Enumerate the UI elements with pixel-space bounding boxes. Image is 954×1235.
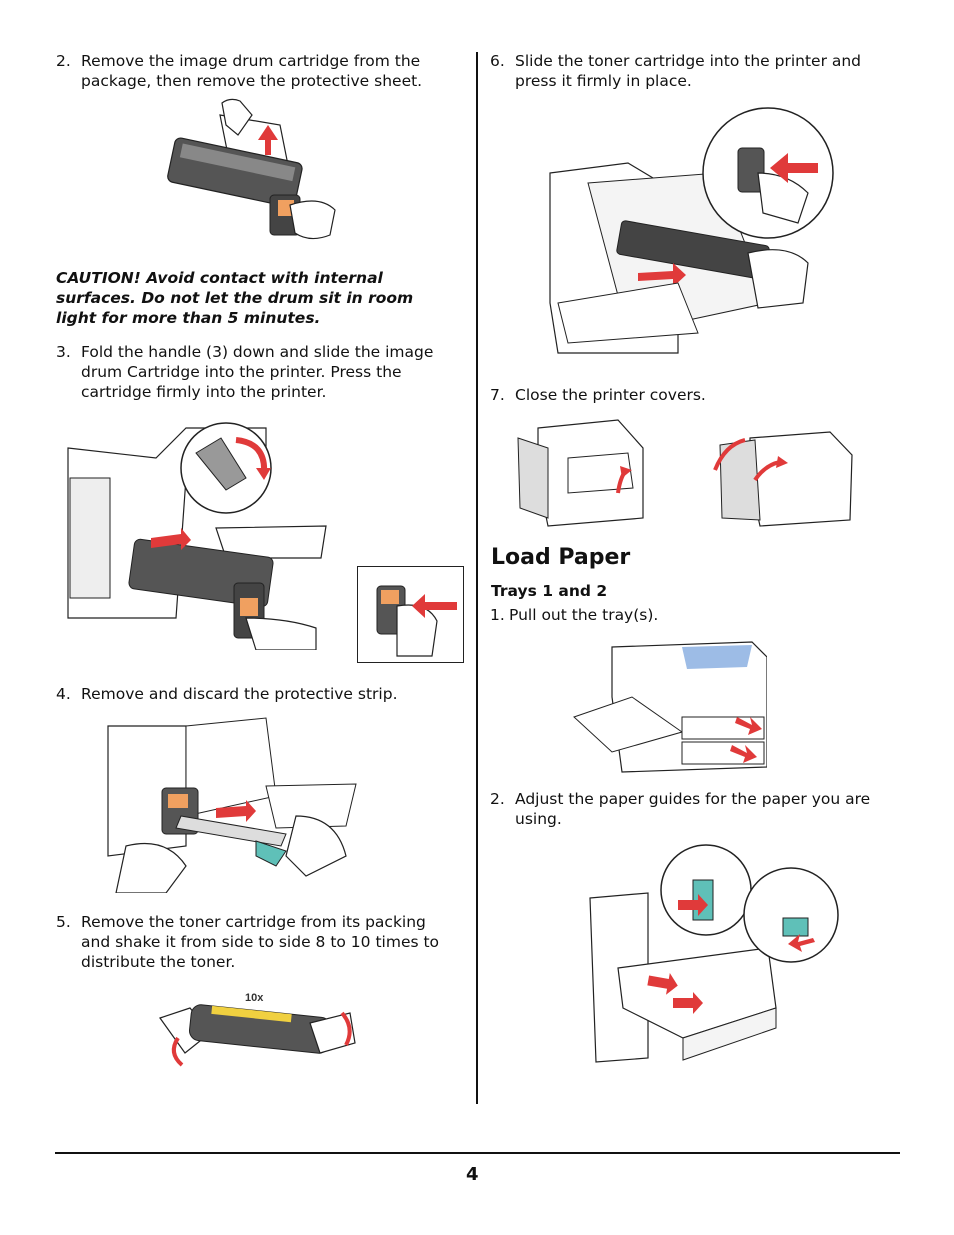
step-text: Close the printer covers. <box>515 386 706 404</box>
step-text: Remove the toner cartridge from its pack… <box>81 913 440 971</box>
drum-handle-detail-illustration <box>357 566 464 663</box>
page-number: 4 <box>466 1164 479 1185</box>
close-side-cover-illustration <box>713 431 853 527</box>
step-text: Remove and discard the protective strip. <box>81 685 398 703</box>
shake-count-label: 10x <box>245 992 264 1004</box>
step-text: Slide the toner cartridge into the print… <box>515 52 862 90</box>
caution-note: CAUTION! Avoid contact with internal sur… <box>56 269 414 327</box>
pull-out-tray-illustration <box>573 641 767 773</box>
step-text: Adjust the paper guides for the paper yo… <box>515 790 871 828</box>
section-title: Load Paper <box>491 545 631 570</box>
subsection-title: Trays 1 and 2 <box>491 582 608 600</box>
step-number: 4. <box>56 685 71 703</box>
close-front-cover-illustration <box>517 419 644 527</box>
toner-insert-illustration <box>549 107 834 354</box>
adjust-paper-guides-illustration <box>589 844 839 1063</box>
step-number: 7. <box>490 386 505 404</box>
step-number: 3. <box>56 343 71 361</box>
step-text: Fold the handle (3) down and slide the i… <box>81 343 434 401</box>
footer-rule <box>55 1152 900 1154</box>
step-text: Remove the image drum cartridge from the… <box>81 52 423 90</box>
step-text: Pull out the tray(s). <box>509 606 659 624</box>
drum-cartridge-unpack-illustration <box>167 98 336 240</box>
step-number: 1. <box>490 606 505 624</box>
step-number: 2. <box>490 790 505 808</box>
step-number: 6. <box>490 52 505 70</box>
protective-strip-removal-illustration <box>107 717 357 893</box>
step-number: 5. <box>56 913 71 931</box>
drum-cartridge-insert-illustration <box>67 422 327 650</box>
toner-shake-illustration: 10x <box>159 992 356 1067</box>
column-divider <box>476 52 478 1104</box>
step-number: 2. <box>56 52 71 70</box>
